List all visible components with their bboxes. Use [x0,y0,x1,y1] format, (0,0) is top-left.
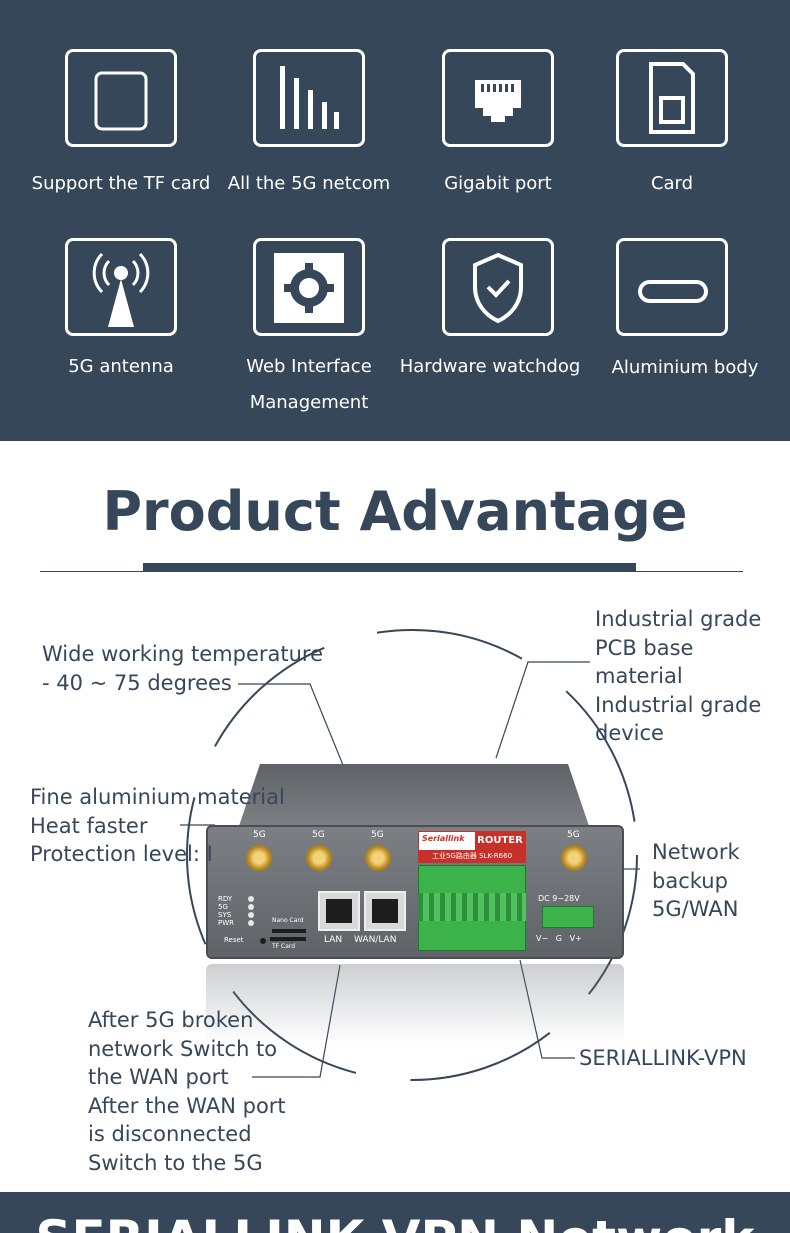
annotation-switch: After 5G broken network Switch to the WA… [88,1006,286,1177]
brand-model: 工业5G路由器 SLK-R660 [419,850,525,862]
nano-card-label: Nano Card [272,917,304,924]
antenna-connector [365,845,391,871]
annotation-line: backup [652,868,728,893]
led-label: PWR [218,919,235,927]
shield-check-icon [442,238,554,336]
annotation-line: 5G/WAN [652,897,739,921]
annotation-line: Protection level: I [30,842,213,866]
feature-label: Gigabit port [444,173,552,194]
reset-label: Reset [224,936,244,944]
feature-gigabit-port: Gigabit port [403,49,593,209]
annotation-line: PCB base [595,635,694,660]
antenna-label: 5G [312,830,325,840]
brand-logo: Seriallink [422,834,465,843]
annotation-aluminium-overlay: Fine aluminium material [216,783,286,812]
feature-aluminium-body: Aluminium body [590,238,780,398]
ethernet-port-icon [442,49,554,147]
signal-bars-icon [253,49,365,147]
lan-port[interactable] [318,891,360,931]
annotation-line: Network [652,840,740,864]
annotation-line: Fine aluminium material [216,785,285,809]
brand-router: ROUTER [475,832,525,850]
feature-hardware-watchdog: Hardware watchdog [395,238,585,398]
annotation-line: Industrial grade [595,692,762,717]
feature-5g-netcom: All the 5G netcom [214,49,404,209]
terminal-screws [418,893,526,921]
dc-pins: V− G V+ [536,934,582,943]
title-underline [143,563,636,572]
lan-label: LAN [324,935,343,945]
product-diagram: 5G 5G 5G 5G Seriallink ROUTER 工业5G路由器 SL… [0,580,790,1192]
feature-label: All the 5G netcom [227,173,391,194]
antenna-connector [561,845,587,871]
device-top-panel [239,764,589,826]
antenna-label: 5G [253,830,266,840]
tf-card-slot[interactable] [270,937,306,941]
annotation-line: Industrial grade [595,607,762,631]
gear-icon [253,238,365,336]
feature-5g-antenna: 5G antenna [26,238,216,398]
status-led [248,904,254,910]
annotation-line: - 40 ~ 75 degrees [42,670,232,695]
annotation-line: material [595,664,683,688]
annotation-line: device [595,721,664,745]
annotation-line: Fine aluminium material [30,785,216,809]
status-led [248,896,254,902]
antenna-connector [246,845,272,871]
device-front-panel [206,825,624,959]
wan-lan-label: WAN/LAN [354,935,397,945]
annotation-line: After 5G broken [88,1008,254,1032]
usb-c-icon [616,238,728,336]
antenna-icon [65,238,177,336]
antenna-connector [306,845,332,871]
feature-label: Support the TF card [31,173,211,194]
sim-card-icon [616,49,728,147]
feature-label-line2: Management [249,392,369,413]
annotation-line: Heat faster [30,813,148,838]
annotation-line: the WAN port [88,1065,229,1089]
wan-lan-port[interactable] [364,891,406,931]
dc-connector [542,906,594,928]
footer-title: SERIALLINK VPN Network [0,1210,790,1233]
page-title: Product Advantage [102,480,688,543]
annotation-aluminium: Fine aluminium material Heat faster Prot… [30,783,216,869]
tf-card-label: TF Card [272,943,296,950]
annotation-line: is disconnected [88,1122,252,1146]
device-reflection [206,964,624,1044]
annotation-line: network Switch to [88,1036,278,1061]
feature-label: Card [650,173,694,194]
annotation-line: Switch to the 5G [88,1150,263,1175]
reset-button[interactable] [260,938,266,944]
dc-label: DC 9~28V [538,894,580,903]
led-label: 5G [218,903,228,911]
status-led [248,920,254,926]
nano-card-slot[interactable] [272,929,306,933]
feature-label: 5G antenna [68,356,174,377]
feature-web-interface: Web Interface Management [214,238,404,418]
antenna-label: 5G [371,830,384,840]
annotation-vpn: SERIALLINK-VPN [579,1046,747,1070]
status-led [248,912,254,918]
annotation-line: Wide working temperature [42,642,324,666]
led-label: RDY [218,895,233,903]
antenna-label: 5G [567,830,580,840]
feature-label: Web Interface [246,356,372,377]
annotation-temperature: Wide working temperature - 40 ~ 75 degre… [42,640,323,697]
tf-card-icon [65,49,177,147]
feature-label: Aluminium body [611,357,759,378]
brand-label: Seriallink ROUTER 工业5G路由器 SLK-R660 [418,831,526,863]
annotation-backup: Network backup 5G/WAN [652,838,740,924]
footer-band: SERIALLINK VPN Network [0,1192,790,1233]
annotation-line: After the WAN port [88,1093,286,1118]
led-label: SYS [218,911,232,919]
feature-tf-card: Support the TF card [26,49,216,209]
router-device: 5G 5G 5G 5G Seriallink ROUTER 工业5G路由器 SL… [206,825,624,959]
annotation-pcb: Industrial grade PCB base material Indus… [595,605,761,748]
feature-label: Hardware watchdog [399,356,581,377]
feature-band: Support the TF card All the 5G netcom [0,0,790,441]
feature-card: Card [577,49,767,209]
